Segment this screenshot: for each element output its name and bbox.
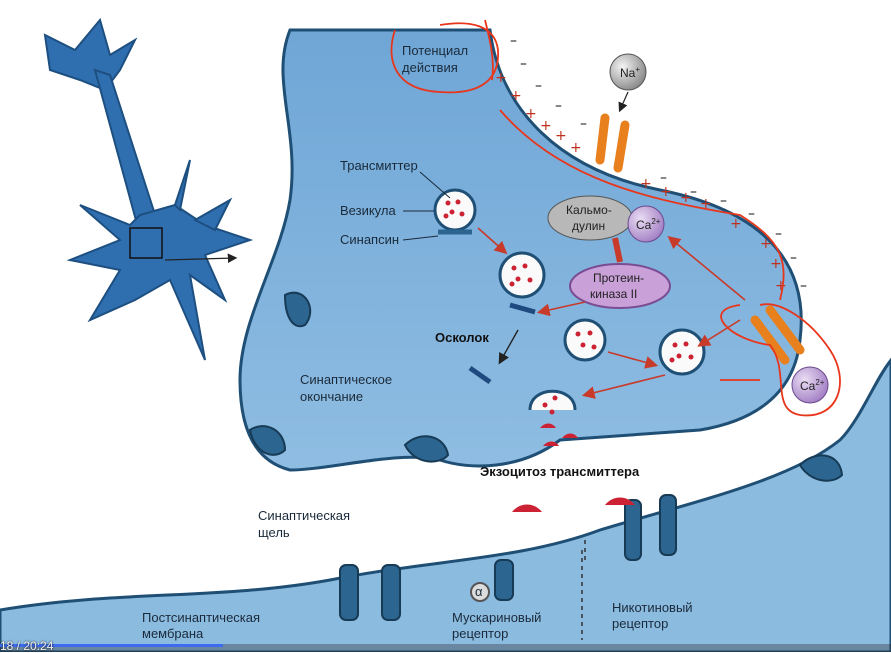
label-muscarinic-2: рецептор [452,626,508,641]
svg-text:+: + [700,196,712,212]
svg-text:–: – [720,193,727,209]
membrane-proteins [248,291,844,482]
video-progress-fill [0,644,223,647]
video-timestamp: 18 / 20:24 [0,639,54,653]
label-synapsin: Синапсин [340,232,399,247]
svg-text:–: – [690,184,697,200]
process-arrows [477,227,746,399]
ca-ion-outside: Ca2+ [791,366,829,404]
na-channel [595,113,630,173]
exocytosis-pore [528,389,577,411]
svg-text:–: – [520,56,527,72]
vesicle-1 [433,188,477,235]
svg-text:+: + [640,176,652,192]
leader-transmitter [419,171,451,199]
plus-signs: + + + + + + + + + + + + + + [495,70,787,294]
svg-text:Протеин-: Протеин- [593,271,644,285]
ca-ion-calmodulin: Ca2+ [627,205,665,243]
svg-text:+: + [760,236,772,252]
muscarinic-receptor [339,559,514,621]
label-postsynaptic-2: мембрана [142,626,204,641]
svg-text:+: + [570,140,582,156]
ca-channel [750,305,805,365]
fragment-arrow [498,329,519,365]
svg-text:–: – [535,78,542,94]
svg-text:Na+: Na+ [620,65,640,80]
label-synaptic-terminal-2: окончание [300,389,363,404]
video-progress-bar[interactable] [0,644,891,652]
label-action-potential-1: Потенциал [402,43,468,58]
label-vesicle: Везикула [340,203,396,218]
svg-text:+: + [510,88,522,104]
svg-text:–: – [748,206,755,222]
svg-text:+: + [525,106,537,122]
label-exocytosis: Экзоцитоз трансмиттера [480,464,640,479]
svg-text:+: + [730,216,742,232]
svg-text:+: + [660,184,672,200]
svg-text:Ca2+: Ca2+ [636,217,661,232]
svg-text:+: + [775,278,787,294]
inset-arrow [164,253,238,264]
vesicle-2 [498,251,546,299]
svg-text:–: – [775,226,782,242]
minus-signs: – – – – – – – – – – – – [510,33,807,294]
label-nicotinic-2: рецептор [612,616,668,631]
label-postsynaptic-1: Постсинаптическая [142,610,260,625]
leader-synapsin [402,235,439,241]
label-fragment: Осколок [435,330,489,345]
postsynaptic-cell [0,357,891,652]
inset-highlight-box [129,227,163,259]
svg-text:+: + [540,118,552,134]
label-action-potential-2: действия [402,60,458,75]
label-synaptic-terminal-1: Синаптическое [300,372,392,387]
vesicle-4 [658,328,706,376]
na-ion: Na+ [609,53,647,113]
svg-text:+: + [770,256,782,272]
label-synaptic-cleft-2: щель [258,525,290,540]
calmodulin: Кальмо- дулин [547,195,633,241]
label-alpha: α [475,584,483,599]
svg-text:–: – [660,170,667,186]
svg-text:киназа II: киназа II [590,287,637,301]
label-transmitter: Трансмиттер [340,158,418,173]
svg-text:+: + [495,70,507,86]
svg-text:–: – [790,250,797,266]
label-muscarinic-1: Мускариновый [452,610,541,625]
vesicle-3 [563,318,607,362]
label-synaptic-cleft-1: Синаптическая [258,508,350,523]
protein-kinase: Протеин- киназа II [569,263,671,309]
synapsin-fragment-1 [509,302,536,315]
svg-text:–: – [555,98,562,114]
label-nicotinic-1: Никотиновый [612,600,693,615]
svg-text:–: – [800,278,807,294]
svg-text:+: + [555,128,567,144]
svg-text:Кальмо-: Кальмо- [566,203,612,217]
svg-text:–: – [580,116,587,132]
nicotinic-receptor [624,494,677,561]
svg-text:–: – [510,33,517,49]
svg-text:+: + [680,190,692,206]
arrow-calmodulin-kinase [612,237,623,263]
synapsin-fragment-2 [468,365,492,385]
svg-text:Ca2+: Ca2+ [800,378,825,393]
neuron-inset [43,17,254,361]
svg-text:дулин: дулин [572,219,605,233]
red-annotations [390,19,841,417]
released-transmitter [512,395,635,512]
